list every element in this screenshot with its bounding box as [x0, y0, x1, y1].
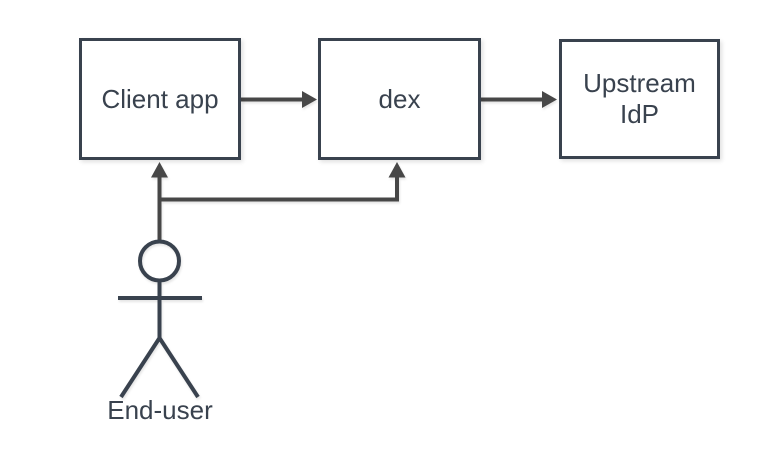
node-dex-label: dex: [378, 83, 421, 114]
end-user-actor-icon: [118, 239, 202, 399]
arrow-end-user-to-client-app: [151, 162, 168, 242]
arrow-dex-to-upstream-idp: [481, 91, 557, 108]
arrow-client-app-to-dex-head-icon: [302, 91, 317, 108]
actor-head-icon: [138, 239, 181, 283]
arrow-dex-to-upstream-idp-head-icon: [542, 91, 557, 108]
node-upstream-idp-label: Upstream IdP: [583, 68, 696, 129]
node-upstream-idp: Upstream IdP: [559, 39, 720, 159]
arrow-client-app-to-dex: [241, 91, 317, 108]
actor-right-leg-icon: [157, 336, 200, 399]
arrow-end-user-to-client-app-head-icon: [151, 162, 168, 178]
arrow-end-user-to-dex: [159, 162, 406, 202]
arrow-end-user-to-dex-line: [159, 177, 399, 202]
actor-left-leg-icon: [119, 336, 162, 399]
node-dex: dex: [318, 38, 481, 160]
node-client-app-label: Client app: [101, 83, 219, 114]
end-user-label: End-user: [107, 395, 213, 425]
node-client-app: Client app: [79, 38, 241, 160]
arrow-end-user-to-dex-head-icon: [388, 162, 406, 178]
